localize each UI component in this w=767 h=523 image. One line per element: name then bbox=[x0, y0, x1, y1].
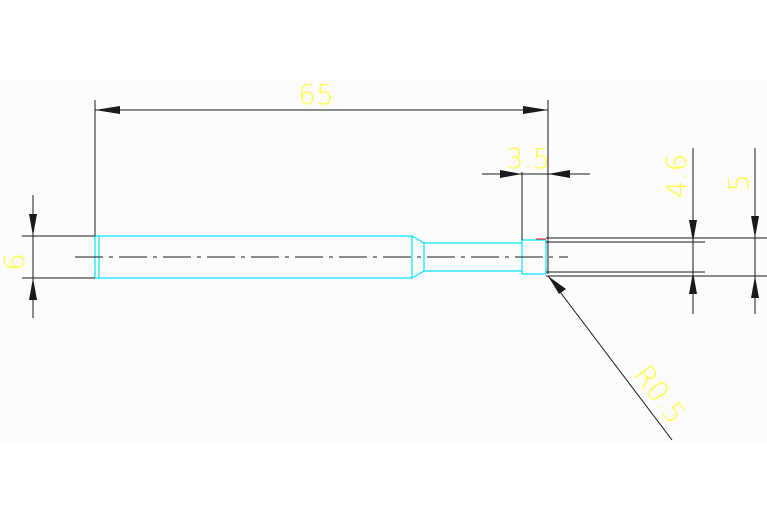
dim-text-step: 3.5 bbox=[506, 142, 551, 175]
arrow-overall-left bbox=[95, 106, 120, 114]
dim-text-neck-diameter: 4.6 bbox=[660, 154, 693, 199]
arrow-overall-right bbox=[523, 106, 548, 114]
arrowheads bbox=[29, 106, 759, 300]
arrow-neck-top bbox=[689, 220, 697, 242]
arrow-step-right bbox=[548, 170, 570, 178]
arrow-tip-bottom bbox=[751, 276, 759, 298]
arrow-step-left bbox=[500, 170, 522, 178]
arrow-tip-top bbox=[751, 216, 759, 238]
taper-top bbox=[411, 235, 425, 244]
dim-text-shank-diameter: 6 bbox=[0, 253, 31, 271]
arrow-shank-top bbox=[29, 214, 37, 236]
taper-bottom bbox=[411, 270, 425, 279]
arrow-shank-bottom bbox=[29, 278, 37, 300]
drawing-canvas bbox=[0, 80, 767, 442]
arrow-radius bbox=[548, 276, 566, 294]
radius-leader bbox=[547, 275, 673, 441]
dim-text-overall: 65 bbox=[298, 78, 334, 111]
arrow-neck-bottom bbox=[689, 272, 697, 294]
dim-text-tip-diameter: 5 bbox=[722, 174, 755, 192]
